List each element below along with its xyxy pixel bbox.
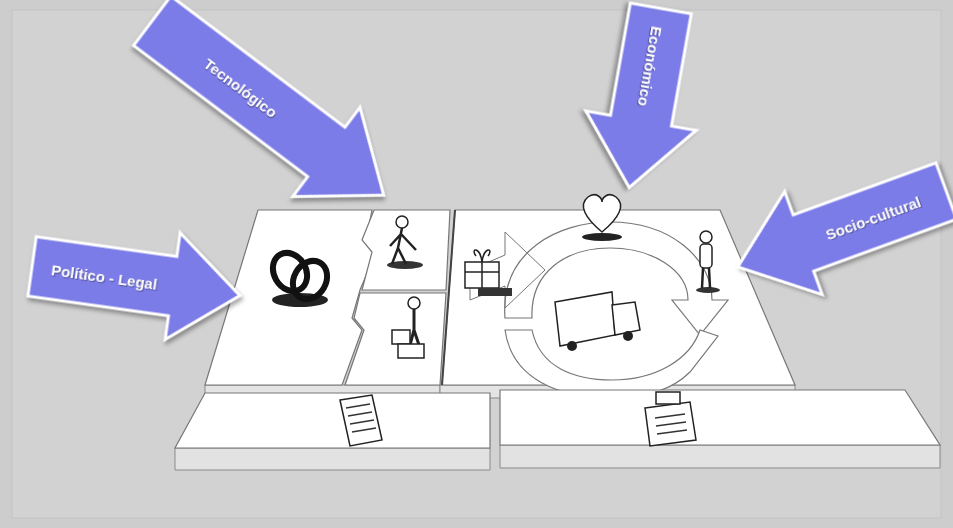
divider-line — [442, 210, 455, 385]
truck-wheel — [567, 341, 577, 351]
arrow-shape — [25, 213, 248, 349]
document-lines — [346, 404, 376, 432]
arrow-label: Socio-cultural — [795, 165, 951, 271]
arrow-label: Político - Legal — [34, 238, 175, 316]
arrow-label: Económico — [611, 9, 690, 124]
person-figure — [410, 309, 419, 345]
gift-cart — [478, 288, 512, 296]
slab-side — [175, 448, 490, 470]
register-display — [656, 392, 680, 404]
heart-shadow — [582, 233, 622, 241]
key-activities-block — [362, 210, 450, 290]
ring-symbol — [266, 247, 314, 298]
person-figure — [390, 228, 416, 264]
arrow-shape — [719, 139, 953, 318]
key-resources-block — [345, 293, 446, 385]
heart-symbol — [583, 195, 620, 232]
flow-band — [505, 330, 718, 398]
person-legs — [702, 268, 710, 288]
person-head — [408, 297, 420, 309]
arrow-shape — [118, 0, 417, 240]
truck-body — [555, 292, 615, 346]
revenue-block — [500, 390, 940, 445]
cash-register — [645, 402, 696, 446]
figure-shadow — [696, 287, 720, 293]
gift-ribbon — [465, 250, 499, 288]
flow-band — [505, 222, 728, 335]
truck-cab — [612, 302, 640, 335]
truck-wheel — [623, 331, 633, 341]
person-head — [396, 216, 408, 228]
box-symbol — [398, 344, 424, 358]
cost-structure-block — [175, 393, 490, 448]
document-symbol — [340, 395, 382, 446]
arrow-shape — [574, 0, 716, 197]
box-symbol — [392, 330, 410, 344]
right-half-block — [442, 210, 795, 385]
slab-side — [500, 445, 940, 468]
person-body — [700, 244, 712, 268]
ring-symbol — [286, 255, 334, 306]
person-head — [700, 231, 712, 243]
register-keys — [655, 414, 687, 434]
